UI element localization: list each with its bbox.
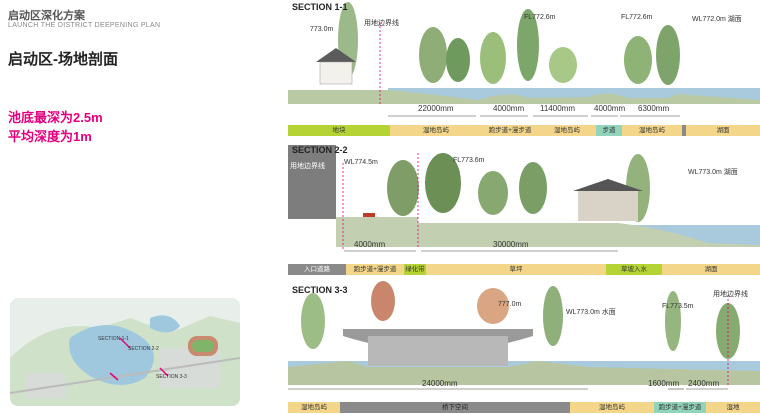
zone-bar-segment: 湿地岛屿 bbox=[538, 125, 596, 136]
section-3-3-title: SECTION 3-3 bbox=[292, 285, 348, 295]
section-2-2-boundary: 用地边界线 bbox=[290, 163, 325, 170]
zone-bar-segment: 湿地 bbox=[706, 402, 760, 413]
section-2-2-dim-2: 30000mm bbox=[493, 240, 529, 249]
section-3-3-dim-2: 1600mm bbox=[648, 379, 680, 388]
depth-notes: 池底最深为2.5m 平均深度为1m bbox=[8, 108, 103, 146]
section-3-3-dim-1: 24000mm bbox=[422, 379, 458, 388]
zone-bar-segment: 湿地岛屿 bbox=[390, 125, 482, 136]
zone-bar-segment: 桥下空间 bbox=[340, 402, 570, 413]
section-3-3-boundary: 用地边界线 bbox=[713, 291, 748, 298]
section-1-1-fl2: FL772.6m bbox=[621, 14, 653, 21]
section-1-1-title: SECTION 1-1 bbox=[292, 2, 348, 12]
section-1-1-dim-3: 11400mm bbox=[540, 104, 575, 113]
section-2-2-pavilion bbox=[573, 179, 643, 221]
page-title: 启动区-场地剖面 bbox=[8, 51, 118, 68]
section-3-3-fl: FL773.5m bbox=[662, 303, 694, 310]
section-3-3-zone-bar: 湿地岛屿 桥下空间 湿地岛屿 跑步道+漫步道 湿地 bbox=[288, 402, 760, 413]
section-1-1-graphic bbox=[288, 2, 760, 117]
zone-bar-segment: 草坡入水 bbox=[606, 264, 662, 275]
section-3-3-wl: WL773.0m 水面 bbox=[566, 309, 616, 316]
section-2-2-title: SECTION 2-2 bbox=[292, 145, 348, 155]
section-3-3-bridge bbox=[343, 329, 533, 366]
section-2-2-dim-1: 4000mm bbox=[354, 240, 386, 249]
section-2-2-zone-bar: 入口道路 跑步道+漫步道 绿化带 草坪 草坡入水 湖面 bbox=[288, 264, 760, 275]
section-2-2-wl-right: WL773.0m 湖面 bbox=[688, 169, 738, 176]
section-3-3: SECTION 3-3 用地边界线 777.0m WL773.0m 水面 FL7… bbox=[288, 281, 760, 399]
section-1-1: SECTION 1-1 773.0m 用地边界线 FL772.6m FL772.… bbox=[288, 0, 760, 140]
section-3-3-dim-3: 2400mm bbox=[688, 379, 720, 388]
map-label-1: SECTION 1-1 bbox=[98, 336, 129, 342]
zone-bar-segment: 入口道路 bbox=[288, 264, 346, 275]
zone-bar-segment bbox=[682, 125, 686, 136]
site-map-graphic bbox=[10, 298, 240, 406]
zone-bar-segment: 步道 bbox=[596, 125, 622, 136]
section-1-1-elev: 773.0m bbox=[310, 26, 334, 33]
zone-bar-segment: 湖面 bbox=[686, 125, 760, 136]
zone-bar-segment: 跑步道+漫步道 bbox=[482, 125, 538, 136]
zone-bar-segment: 湖面 bbox=[662, 264, 760, 275]
section-2-2: SECTION 2-2 用地边界线 WL774.5m FL773.6m WL77… bbox=[288, 143, 760, 263]
depth-note-avg: 平均深度为1m bbox=[8, 129, 92, 144]
zone-bar-segment: 绿化带 bbox=[404, 264, 426, 275]
section-2-2-graphic bbox=[288, 145, 760, 252]
zone-bar-segment: 地块 bbox=[288, 125, 390, 136]
section-1-1-boundary: 用地边界线 bbox=[364, 20, 399, 27]
section-1-1-house bbox=[316, 48, 356, 85]
depth-note-max: 池底最深为2.5m bbox=[8, 110, 103, 125]
section-1-1-dim-4: 4000mm bbox=[594, 104, 626, 113]
section-2-2-trees bbox=[387, 153, 650, 222]
section-1-1-zone-bar: 地块 湿地岛屿 跑步道+漫步道 湿地岛屿 步道 湿地岛屿 湖面 bbox=[288, 125, 760, 136]
section-3-3-trees bbox=[301, 281, 740, 359]
section-2-2-wl-left: WL774.5m bbox=[344, 159, 378, 166]
section-1-1-dim-2: 4000mm bbox=[493, 104, 525, 113]
section-1-1-dim-1: 22000mm bbox=[418, 104, 454, 113]
map-label-2: SECTION 2-2 bbox=[128, 346, 159, 352]
section-1-1-trees bbox=[338, 2, 680, 85]
zone-bar-segment: 湿地岛屿 bbox=[570, 402, 654, 413]
section-1-1-dim-5: 6300mm bbox=[638, 104, 670, 113]
section-1-1-wl: WL772.0m 湖面 bbox=[692, 16, 742, 23]
section-2-2-fl: FL773.6m bbox=[453, 157, 485, 164]
zone-bar-segment: 跑步道+漫步道 bbox=[654, 402, 706, 413]
zone-bar-segment: 草坪 bbox=[426, 264, 606, 275]
header-title-cn: 启动区深化方案 bbox=[8, 10, 85, 22]
section-3-3-graphic bbox=[288, 281, 760, 390]
zone-bar-segment: 湿地岛屿 bbox=[622, 125, 682, 136]
header-title-en: LAUNCH THE DISTRICT DEEPENING PLAN bbox=[8, 22, 161, 29]
section-1-1-fl1: FL772.6m bbox=[524, 14, 556, 21]
zone-bar-segment: 跑步道+漫步道 bbox=[346, 264, 404, 275]
site-map: SECTION 1-1 SECTION 2-2 SECTION 3-3 bbox=[10, 298, 240, 406]
map-label-3: SECTION 3-3 bbox=[156, 374, 187, 380]
section-3-3-elev: 777.0m bbox=[498, 301, 522, 308]
zone-bar-segment: 湿地岛屿 bbox=[288, 402, 340, 413]
